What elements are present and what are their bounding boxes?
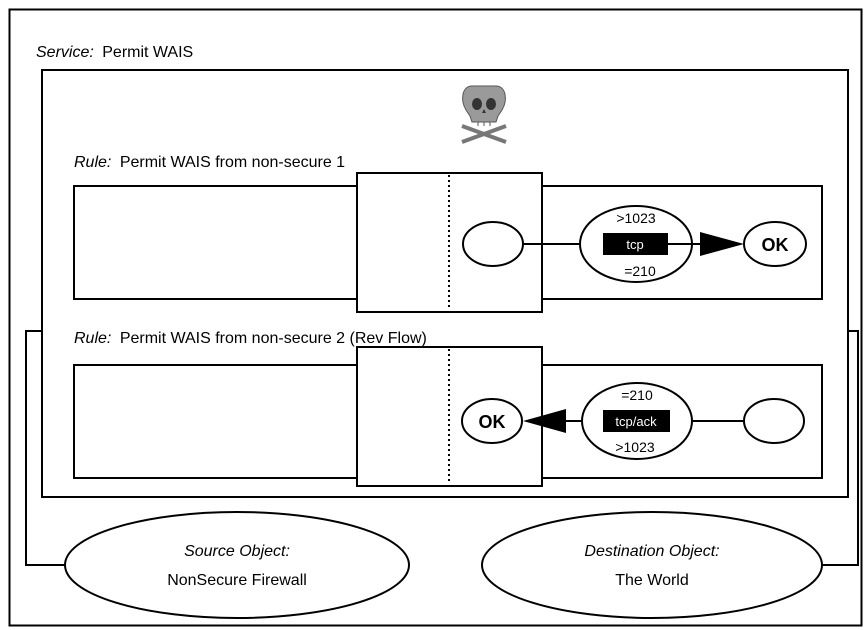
service-name: Permit WAIS bbox=[102, 44, 193, 61]
rule-2-arrowhead bbox=[523, 409, 566, 433]
rule-1-title: Rule: Permit WAIS from non-secure 1 bbox=[74, 154, 345, 171]
rule-1-protocol: tcp bbox=[626, 237, 643, 252]
rule-2-port-bottom: >1023 bbox=[615, 439, 655, 455]
rule-1-result-node bbox=[743, 221, 807, 267]
rule-2-result: OK bbox=[479, 412, 506, 432]
destination-object-oval bbox=[481, 511, 823, 619]
source-bracket bbox=[25, 330, 72, 566]
rule-1-source-node bbox=[462, 221, 524, 267]
source-object-oval bbox=[64, 511, 410, 619]
rule-2-destination-node bbox=[743, 398, 805, 444]
rule-2-port-top: =210 bbox=[621, 387, 653, 403]
rule-2-name: Permit WAIS from non-secure 2 (Rev Flow) bbox=[120, 330, 427, 347]
source-object-name: NonSecure Firewall bbox=[167, 572, 307, 589]
service-label: Service: bbox=[36, 44, 94, 61]
skull-crossbones-icon bbox=[461, 85, 507, 144]
rule-2-title: Rule: Permit WAIS from non-secure 2 (Rev… bbox=[74, 330, 427, 347]
rule-1-port-bottom: =210 bbox=[624, 263, 656, 279]
destination-object-name: The World bbox=[615, 572, 689, 589]
rule-2-label: Rule: bbox=[74, 330, 111, 347]
rule-1-label: Rule: bbox=[74, 154, 111, 171]
rule-1-protocol-box bbox=[603, 233, 668, 255]
service-title: Service: Permit WAIS bbox=[36, 44, 193, 61]
service-box bbox=[41, 69, 849, 498]
rule-1-result: OK bbox=[762, 235, 789, 255]
rule-2-protocol-box bbox=[603, 410, 670, 432]
rule-1-name: Permit WAIS from non-secure 1 bbox=[120, 154, 345, 171]
rule-1-arrowhead bbox=[700, 232, 744, 256]
destination-object-label: Destination Object: bbox=[584, 543, 719, 560]
outer-frame bbox=[8, 8, 863, 627]
rule-2-protocol: tcp/ack bbox=[615, 414, 657, 429]
source-object-label: Source Object: bbox=[184, 543, 290, 560]
rule-2-result-node bbox=[461, 398, 523, 444]
destination-bracket bbox=[812, 330, 859, 566]
rule-1-port-top: >1023 bbox=[616, 210, 656, 226]
